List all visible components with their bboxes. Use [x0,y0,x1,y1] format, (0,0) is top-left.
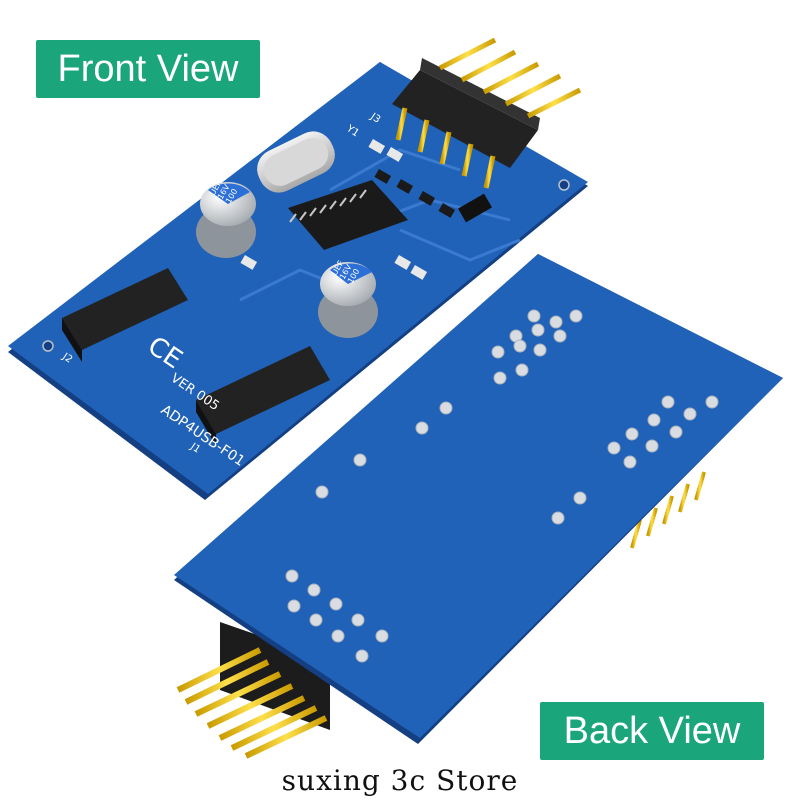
header-j3 [392,37,582,189]
front-board: ADP4USB-F01 VER 005 CE J1 J2 J3 Y1 UEF 1… [8,37,588,500]
capacitor-markings: UEF 16V 100 UEF 16V 100 [208,179,361,285]
crystal-y1 [257,131,335,193]
store-watermark: suxing 3c Store [281,764,519,797]
j3-label: J3 [367,111,382,126]
back-side-pins [630,471,706,549]
back-header-pins [176,622,330,759]
capacitor-c1 [196,182,256,258]
j2-label: J2 [59,351,74,366]
header-j2 [62,200,188,362]
j1-label: J1 [187,441,202,456]
back-view-badge: Back View [540,702,764,760]
back-board [174,254,783,759]
capacitor-c2 [318,262,378,338]
usb-hub-chip [288,180,408,250]
front-view-badge: Front View [36,40,260,98]
back-solder-pads [285,309,719,663]
smd-components [240,139,492,280]
header-j1 [196,290,330,446]
